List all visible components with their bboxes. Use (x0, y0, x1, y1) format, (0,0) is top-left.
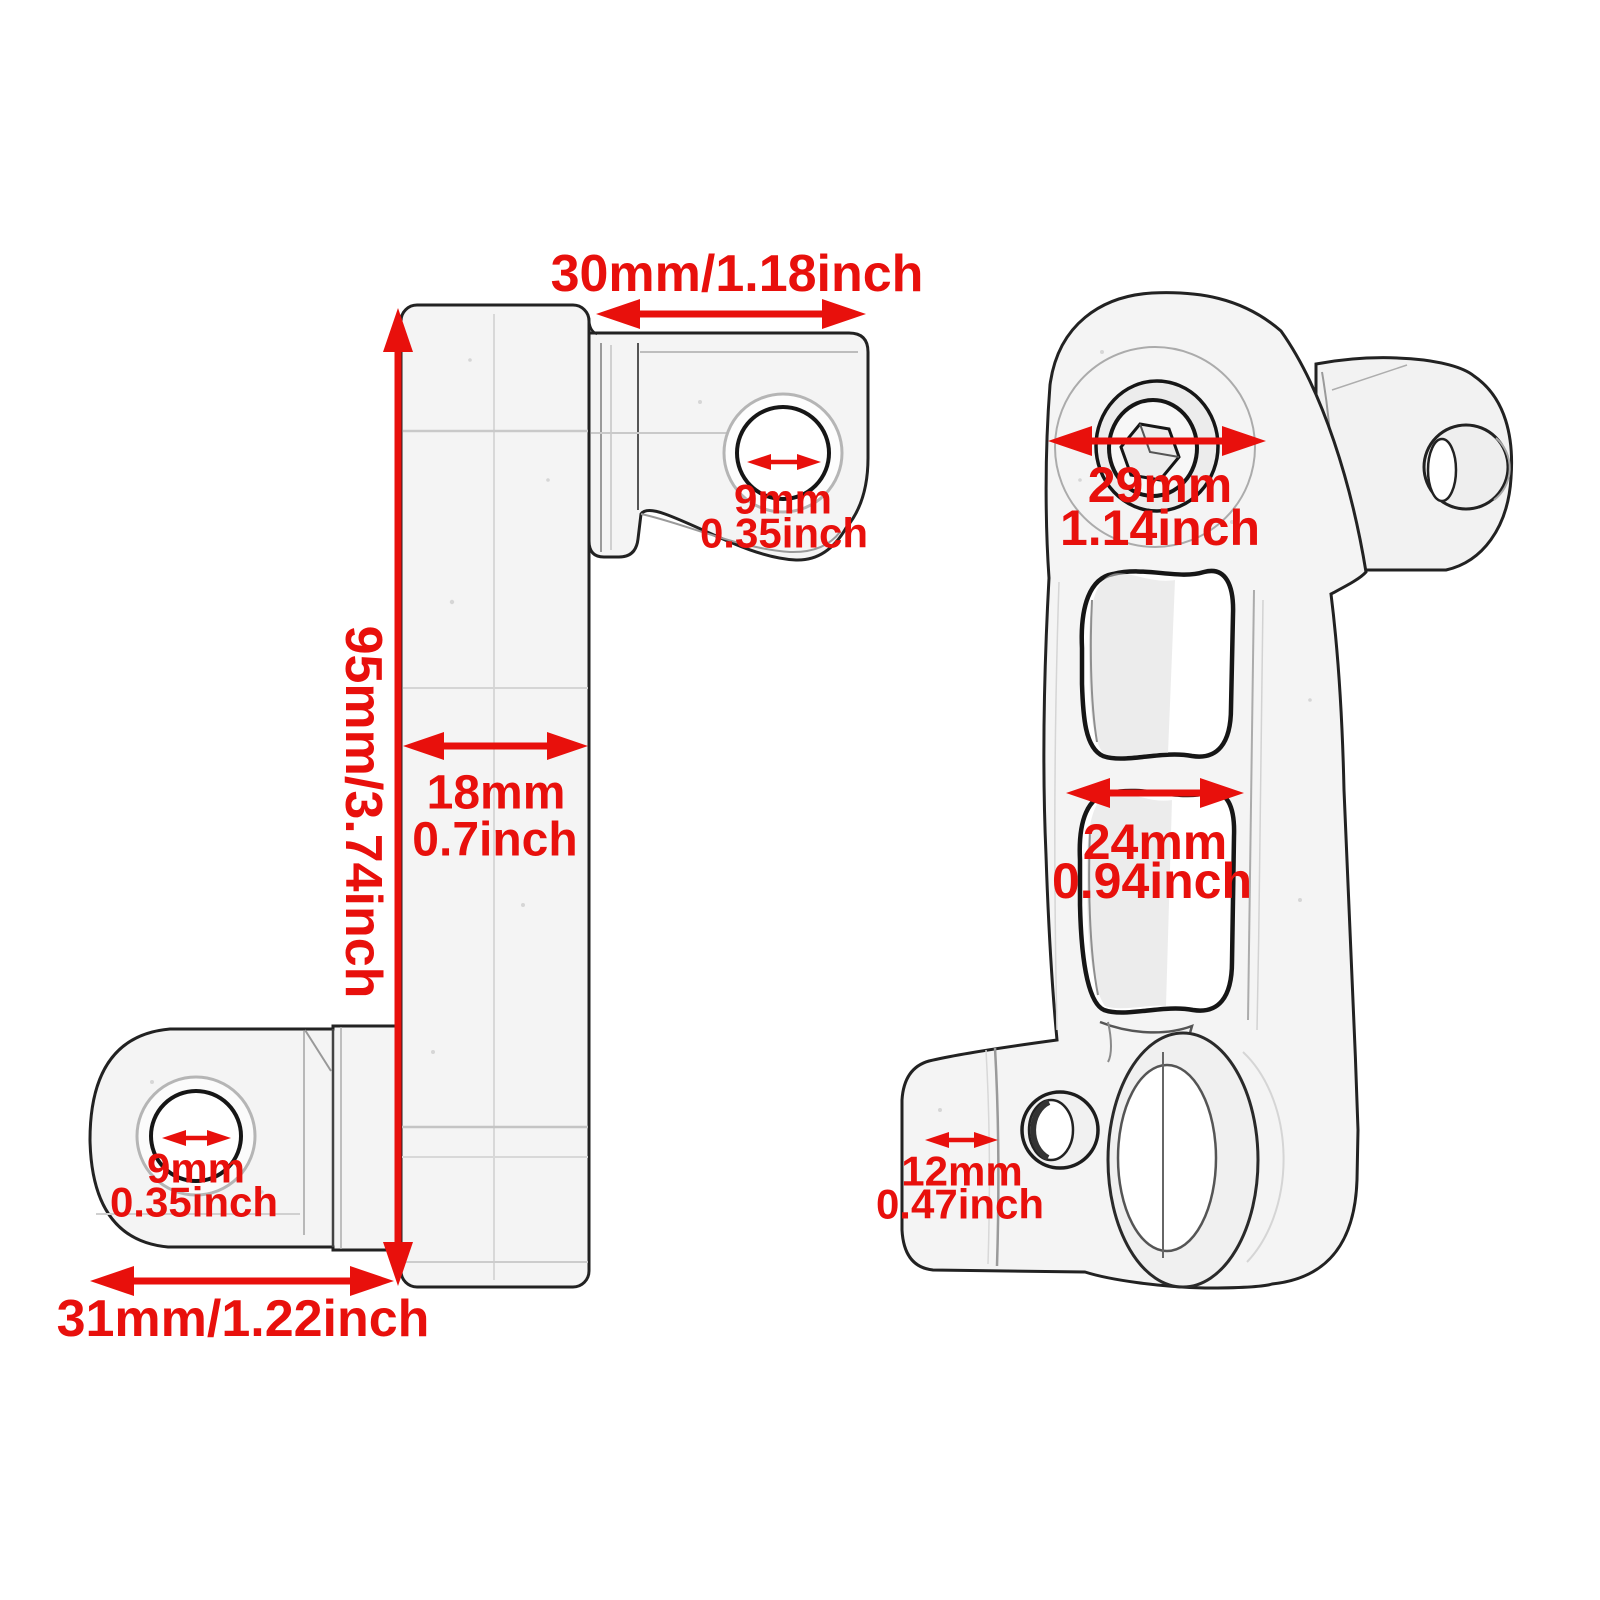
right-lower-slot (1077, 788, 1237, 1015)
dimension-annotations: 30mm/1.18inch 95mm/3.74inch 18mm 0.7inch… (57, 245, 1266, 1348)
right-surface-speckles (938, 350, 1312, 1112)
right-bottom-tab (985, 1047, 1100, 1267)
dim-arrow-top-hole (747, 454, 821, 470)
dim-label-peg-hole-mm: 9mm (147, 1145, 245, 1192)
dim-arrow-slot-width (1066, 778, 1244, 808)
right-tab-hole (1422, 423, 1511, 511)
dim-label-bar-width-mm: 18mm (427, 767, 566, 820)
right-clevis-ring (1106, 1031, 1285, 1289)
right-mounting-tab (1314, 356, 1514, 572)
dim-arrow-bar-width (403, 732, 588, 760)
dim-label-slot-width-mm: 24mm (1083, 814, 1228, 870)
left-foot-peg (88, 1024, 400, 1252)
dim-arrow-top-width (596, 299, 866, 329)
dim-label-bar-width-inch: 0.7inch (412, 814, 577, 867)
dim-label-top-width: 30mm/1.18inch (551, 245, 924, 303)
dim-label-height: 95mm/3.74inch (334, 626, 392, 999)
right-upper-slot (1079, 568, 1236, 761)
right-socket-screw (1094, 379, 1220, 513)
dim-label-top-hole-inch: 0.35inch (700, 510, 868, 557)
dim-label-top-hole-mm: 9mm (734, 476, 832, 523)
dim-label-peg-hole-inch: 0.35inch (110, 1179, 278, 1226)
dim-label-bottom-tab-mm: 12mm (901, 1148, 1022, 1195)
dim-label-slot-width-inch: 0.94inch (1052, 853, 1252, 909)
right-bump-line-2 (1107, 1021, 1112, 1063)
left-top-bracket (587, 331, 870, 562)
left-surface-speckles (150, 358, 702, 1194)
dim-arrow-height (383, 308, 413, 1286)
dim-arrow-bottom-tab (925, 1132, 998, 1148)
dim-arrow-peg-hole (162, 1130, 231, 1146)
dim-label-head-width-inch: 1.14inch (1060, 500, 1260, 556)
dim-label-head-width-mm: 29mm (1088, 457, 1233, 513)
dim-label-bottom-tab-inch: 0.47inch (876, 1181, 1044, 1228)
left-top-hole (722, 392, 844, 514)
right-countersunk-hole (1020, 1090, 1100, 1170)
dim-arrow-bottom-width (90, 1266, 394, 1296)
left-figure-side-view (88, 303, 870, 1289)
dim-label-bottom-width: 31mm/1.22inch (57, 1290, 430, 1348)
dim-arrow-head-width (1048, 426, 1266, 456)
